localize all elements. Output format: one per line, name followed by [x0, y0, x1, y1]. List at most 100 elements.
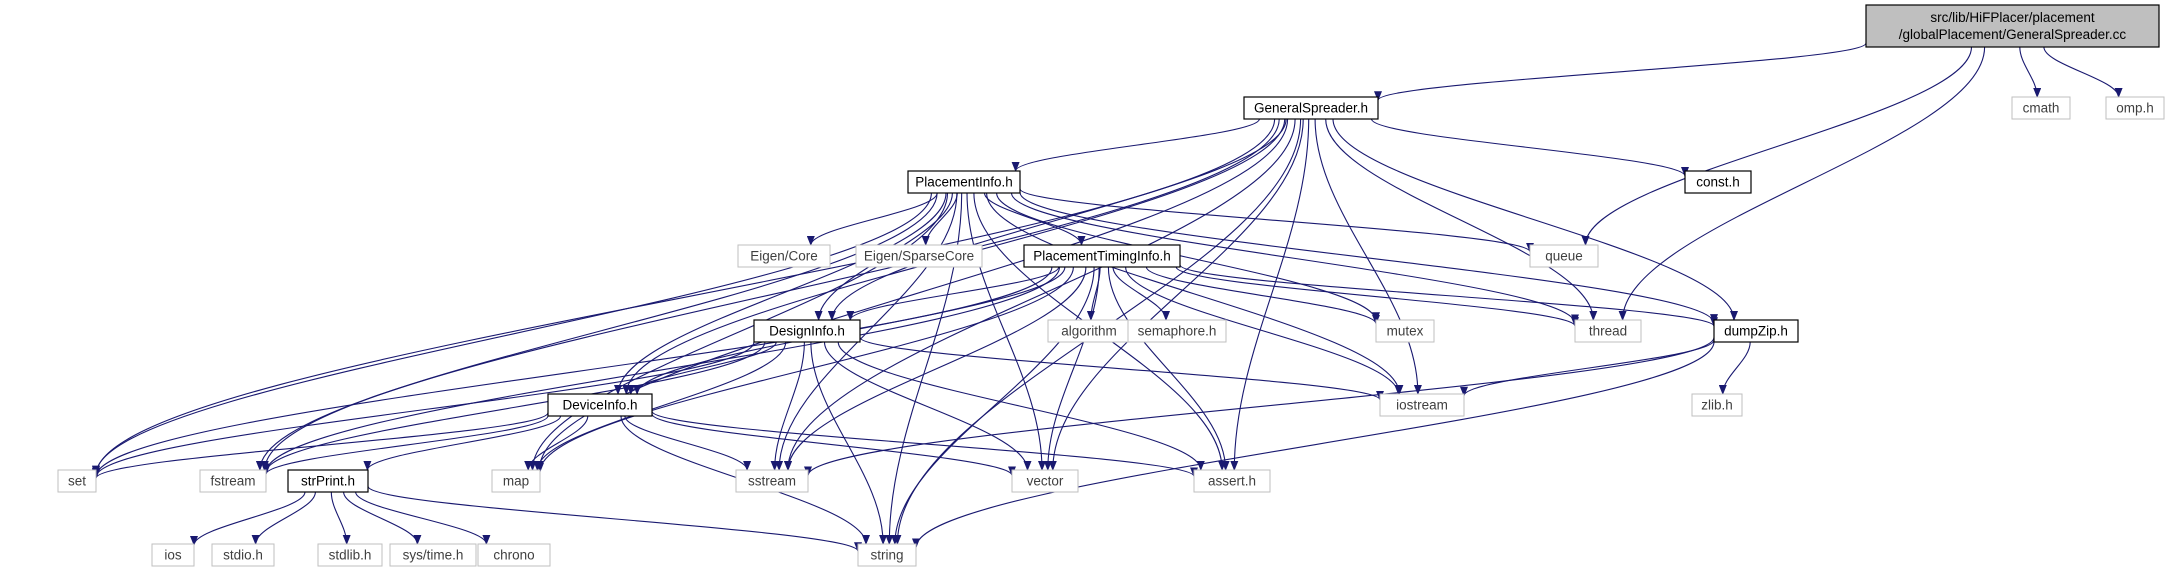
node-iostream-label: iostream	[1396, 398, 1448, 413]
node-vector-box	[1011, 469, 1079, 493]
edge-pi-to-fstream	[255, 192, 938, 471]
node-queue-box	[1529, 244, 1599, 268]
node-root[interactable]: src/lib/HiFPlacer/placement/globalPlacem…	[1865, 4, 2160, 48]
node-eigencore-label: Eigen/Core	[750, 249, 818, 264]
node-omp-box	[2105, 96, 2165, 120]
edge-di-to-fstream	[262, 341, 766, 474]
node-pi-box	[907, 170, 1021, 194]
edge-pi-to-queue	[1019, 188, 1534, 253]
node-fstream: fstream	[199, 469, 267, 493]
edge-pti-to-map	[536, 266, 1074, 473]
edge-pti-to-vector	[1043, 266, 1100, 471]
edge-gs-to-fstream	[260, 118, 1280, 471]
node-dev[interactable]: DeviceInfo.h	[547, 393, 653, 417]
node-mutex-label: mutex	[1387, 324, 1424, 339]
node-cmath: cmath	[2011, 96, 2071, 120]
node-dev-box	[547, 393, 653, 417]
node-eigencore-box	[737, 244, 831, 268]
edge-root-to-queue	[1581, 46, 1973, 246]
node-di[interactable]: DesignInfo.h	[753, 319, 861, 343]
node-thread-box	[1574, 319, 1642, 343]
edge-pti-to-di	[846, 266, 1060, 321]
edge-strprint-to-stdlib	[330, 491, 351, 545]
node-sstream-label: sstream	[748, 474, 796, 489]
edge-dev-to-set	[92, 412, 549, 480]
node-algorithm: algorithm	[1047, 319, 1131, 343]
edge-pti-to-thread	[1175, 266, 1579, 328]
node-pti-box	[1023, 244, 1181, 268]
edge-gs-to-thread	[1325, 118, 1598, 321]
edge-di-to-string	[810, 341, 888, 545]
edge-gs-to-pi	[1011, 118, 1260, 172]
edge-pti-to-dumpzip	[1179, 264, 1718, 328]
edge-pi-to-thread	[1010, 192, 1579, 325]
node-const-box	[1684, 170, 1752, 194]
edge-root-to-cmath	[2019, 46, 2042, 98]
edge-pi-to-sstream	[775, 192, 958, 471]
node-ios-box	[151, 543, 195, 567]
edge-strprint-to-string	[367, 485, 862, 553]
edge-gs-to-vector	[1048, 118, 1304, 471]
node-assert: assert.h	[1193, 469, 1271, 493]
node-omp-label: omp.h	[2116, 101, 2154, 116]
edge-pi-to-vector	[966, 192, 1046, 471]
node-eigensparse-box	[855, 244, 983, 268]
edge-pi-to-dev	[614, 192, 947, 395]
edge-pti-to-set	[92, 266, 1053, 478]
edge-dev-to-map	[524, 415, 589, 471]
node-gs[interactable]: GeneralSpreader.h	[1243, 96, 1379, 120]
edge-pi-to-dumpzip	[1019, 192, 1718, 325]
edge-dev-to-vector	[651, 413, 1016, 477]
edge-gs-to-di	[827, 118, 1287, 321]
node-const[interactable]: const.h	[1684, 170, 1752, 194]
node-dumpzip-box	[1713, 319, 1799, 343]
edge-dumpzip-to-zlib	[1718, 341, 1751, 395]
node-pi[interactable]: PlacementInfo.h	[907, 170, 1021, 194]
node-map-box	[491, 469, 541, 493]
node-semaphore-label: semaphore.h	[1138, 324, 1217, 339]
node-assert-box	[1193, 469, 1271, 493]
edge-strprint-to-stdio	[251, 491, 316, 545]
node-strprint-box	[287, 469, 369, 493]
node-ios-label: ios	[164, 548, 182, 563]
node-stdlib: stdlib.h	[317, 543, 383, 567]
node-sstream: sstream	[735, 469, 809, 493]
node-cmath-box	[2011, 96, 2071, 120]
edge-gs-to-assert	[1230, 118, 1310, 471]
node-queue: queue	[1529, 244, 1599, 268]
node-zlib: zlib.h	[1691, 393, 1743, 417]
node-dumpzip[interactable]: dumpZip.h	[1713, 319, 1799, 343]
node-strprint[interactable]: strPrint.h	[287, 469, 369, 493]
node-queue-label: queue	[1545, 249, 1583, 264]
edge-strprint-to-ios	[190, 491, 306, 546]
node-ios: ios	[151, 543, 195, 567]
node-semaphore: semaphore.h	[1127, 319, 1227, 343]
node-pti-label: PlacementTimingInfo.h	[1033, 249, 1171, 264]
edge-di-to-vector	[823, 341, 1032, 471]
edge-di-to-set	[92, 341, 755, 479]
node-vector: vector	[1011, 469, 1079, 493]
edge-pti-to-fstream	[262, 266, 1061, 474]
edge-pti-to-assert	[1107, 266, 1230, 471]
edge-pi-to-map	[528, 192, 949, 471]
edge-pi-to-iostream	[986, 192, 1404, 395]
edge-dumpzip-to-string	[912, 341, 1715, 549]
node-string: string	[857, 543, 917, 567]
edge-strprint-to-chrono	[355, 491, 491, 545]
edge-gs-to-sstream	[783, 118, 1296, 471]
node-dev-label: DeviceInfo.h	[562, 398, 637, 413]
node-eigensparse-label: Eigen/SparseCore	[864, 249, 974, 264]
edge-di-to-iostream	[859, 336, 1384, 401]
edge-gs-to-set	[92, 118, 1276, 477]
edge-root-to-omp	[2043, 46, 2123, 98]
edge-strprint-to-systime	[343, 491, 422, 545]
node-pti[interactable]: PlacementTimingInfo.h	[1023, 244, 1181, 268]
edge-dumpzip-to-iostream	[1460, 340, 1715, 397]
node-di-box	[753, 319, 861, 343]
edge-root-to-thread	[1618, 46, 1986, 321]
node-string-box	[857, 543, 917, 567]
edge-pi-to-string	[885, 192, 963, 545]
node-dumpzip-label: dumpZip.h	[1724, 324, 1788, 339]
edge-pi-to-eigencore	[806, 192, 938, 246]
